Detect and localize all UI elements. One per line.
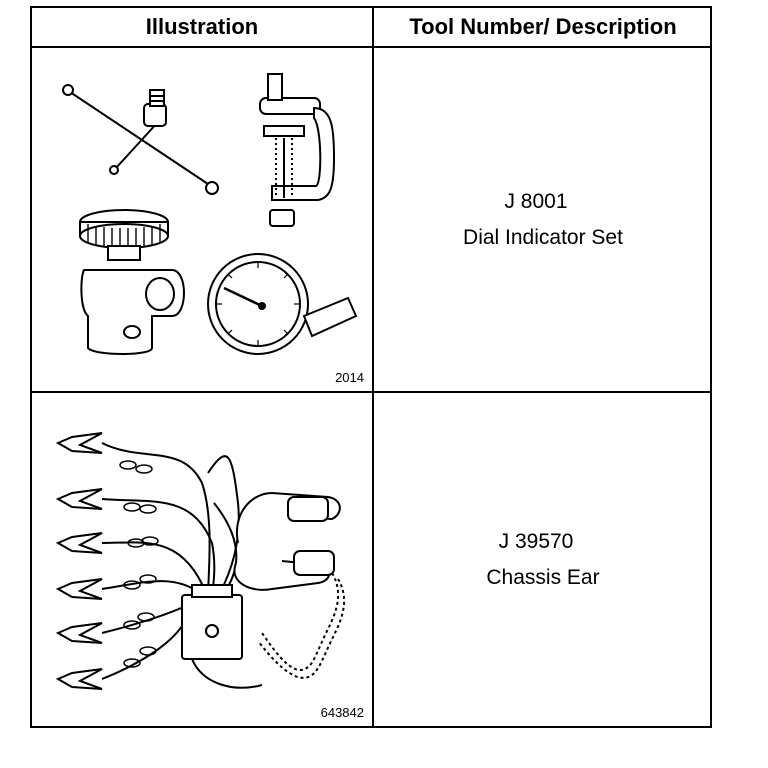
- table-row: 2014 J 8001 Dial Indicator Set: [32, 48, 710, 393]
- column-divider: [372, 8, 374, 726]
- table-row: 643842 J 39570 Chassis Ear: [32, 393, 710, 726]
- figure-number: 2014: [335, 370, 364, 385]
- tool-table: Illustration Tool Number/ Description: [30, 6, 712, 728]
- header-description: Tool Number/ Description: [409, 14, 677, 39]
- tool-number: J 8001: [504, 189, 568, 213]
- tool-description: Dial Indicator Set: [463, 225, 623, 249]
- header-illustration: Illustration: [145, 14, 259, 39]
- tool-description-cell: J 8001 Dial Indicator Set: [374, 48, 712, 391]
- figure-number: 643842: [320, 705, 364, 720]
- dial-indicator-set-icon: [62, 73, 358, 355]
- dial-indicator-illustration: 2014: [32, 48, 372, 391]
- tool-description-cell: J 39570 Chassis Ear: [374, 393, 712, 726]
- tool-number: J 39570: [498, 529, 574, 553]
- table-header: Illustration Tool Number/ Description: [32, 8, 710, 48]
- chassis-ear-icon: [55, 432, 346, 690]
- chassis-ear-illustration: 643842: [32, 393, 372, 726]
- tool-description: Chassis Ear: [486, 565, 600, 589]
